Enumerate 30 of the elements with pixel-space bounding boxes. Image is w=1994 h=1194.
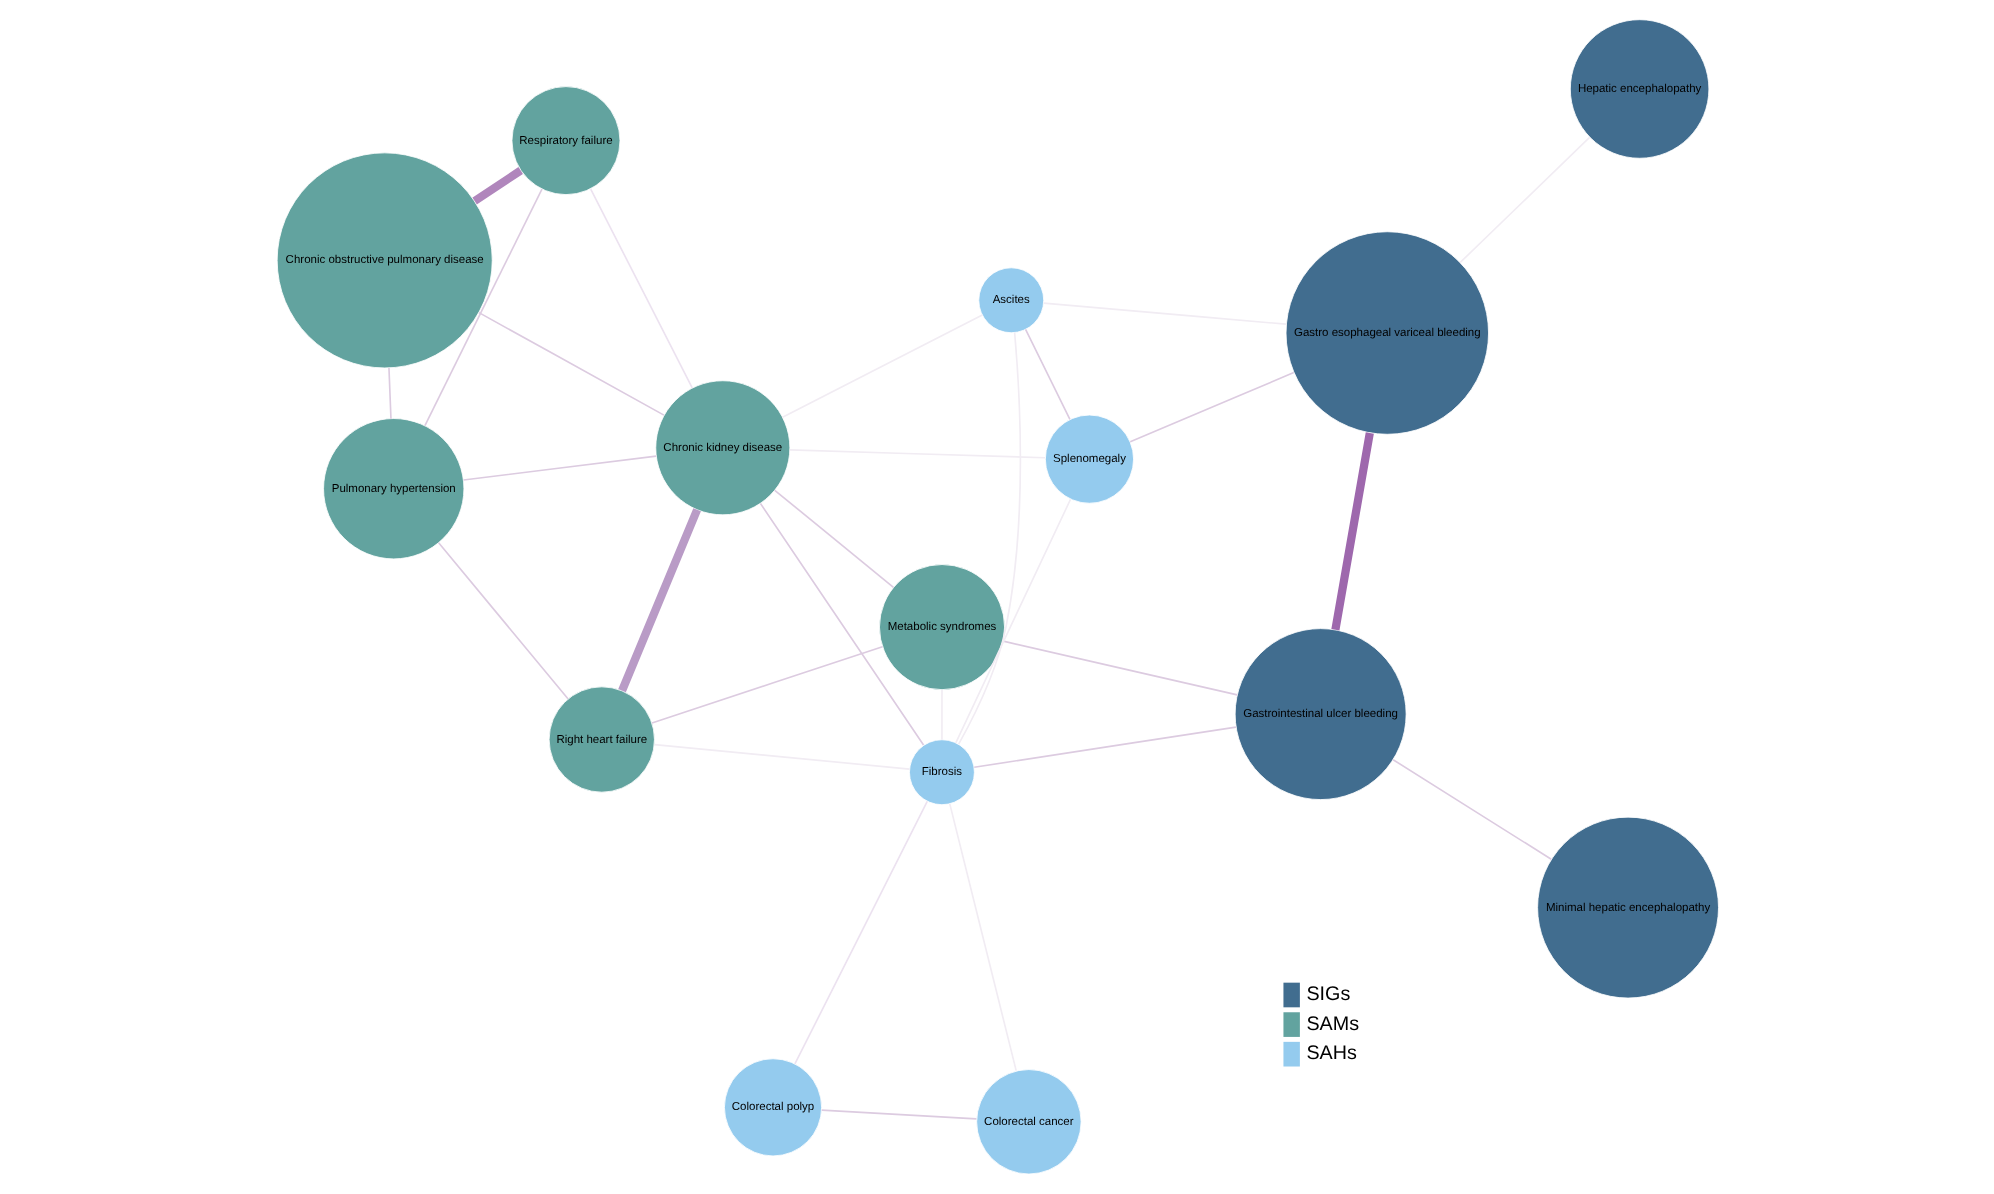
connector — [772, 489, 894, 589]
connector — [387, 367, 391, 420]
connector — [1391, 758, 1552, 861]
connector — [1023, 328, 1070, 421]
connector — [972, 726, 1236, 769]
connector — [788, 449, 1045, 459]
legend-label: SAHs — [1305, 1043, 1356, 1066]
connector — [793, 800, 928, 1065]
connector — [947, 803, 1016, 1072]
connector — [423, 188, 542, 427]
connector — [758, 502, 924, 746]
legend-label: SIGs — [1305, 984, 1350, 1007]
connector — [1001, 640, 1238, 696]
connector — [819, 1109, 977, 1120]
connector — [1128, 371, 1294, 443]
legend-label: SAMs — [1305, 1013, 1359, 1036]
connector — [650, 645, 883, 724]
connector — [1330, 432, 1373, 631]
connector — [953, 498, 1071, 744]
connector — [461, 455, 657, 481]
connector — [436, 542, 568, 700]
connector — [956, 331, 1021, 745]
connector — [1041, 302, 1286, 325]
connector — [652, 743, 910, 770]
connector — [471, 167, 522, 205]
connector — [1458, 136, 1590, 264]
connector — [617, 508, 700, 693]
connector — [588, 188, 693, 389]
connector — [780, 314, 983, 419]
connector — [477, 311, 664, 416]
